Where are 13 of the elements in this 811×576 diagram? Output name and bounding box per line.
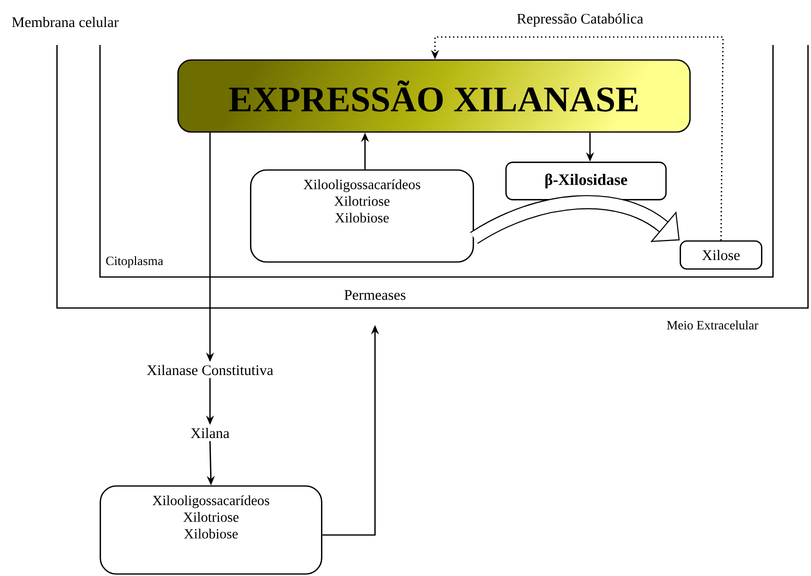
enzyme-box: β-Xilosidase bbox=[505, 162, 667, 200]
expression-box: EXPRESSÃO XILANASE bbox=[177, 59, 691, 133]
edge-label: Repressão Catabólica bbox=[517, 13, 644, 27]
transporter-label: Permeases bbox=[344, 290, 406, 300]
compartment-label: Meio Extracelular bbox=[666, 320, 758, 330]
sugar-box: Xilooligossacarídeos Xilotriose Xilobiose bbox=[100, 485, 322, 575]
sugar-box: Xilose bbox=[680, 240, 762, 270]
product-label: Xilana bbox=[190, 428, 230, 438]
product-label: Xilanase Constitutiva bbox=[146, 364, 274, 376]
hollow-curved-arrow bbox=[470, 195, 680, 244]
sugar-box: Xilooligossacarídeos Xilotriose Xilobiose bbox=[250, 169, 474, 263]
compartment-label: Citoplasma bbox=[106, 256, 164, 268]
membrane-label: Membrana celular bbox=[12, 16, 119, 28]
